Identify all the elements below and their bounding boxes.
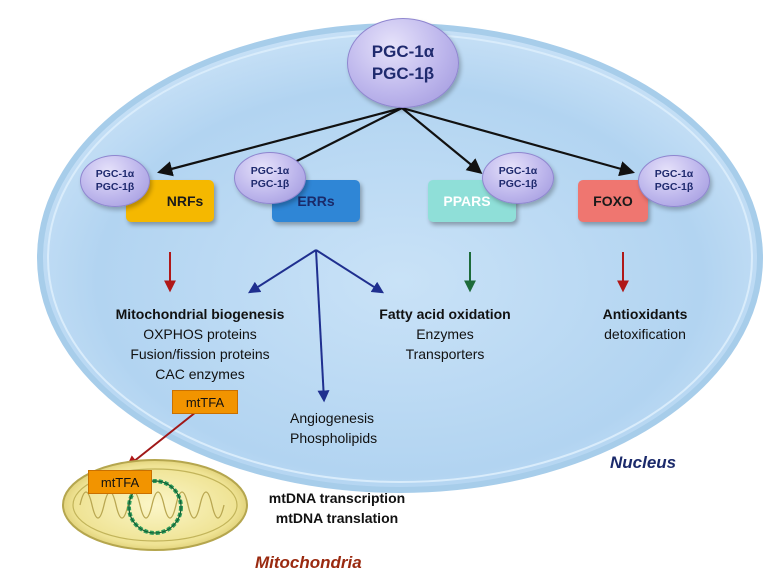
nrfs-pgc1b: PGC-1β xyxy=(95,181,135,193)
ppars-pgc1-bubble: PGC-1α PGC-1β xyxy=(482,152,554,204)
mito-biogenesis-title: Mitochondrial biogenesis xyxy=(115,306,285,322)
nrfs-label: NRFs xyxy=(166,193,204,209)
transporters: Transporters xyxy=(405,346,485,362)
errs-pgc1-bubble: PGC-1α PGC-1β xyxy=(234,152,306,204)
fatty-acid-block: Fatty acid oxidation Enzymes Transporter… xyxy=(355,304,535,364)
errs-arrows xyxy=(247,249,385,403)
fusion-fission-proteins: Fusion/fission proteins xyxy=(130,346,270,362)
errs-label: ERRs xyxy=(297,193,335,209)
nucleus-label: Nucleus xyxy=(610,453,676,472)
nrfs-pgc1-bubble: PGC-1α PGC-1β xyxy=(80,155,150,207)
foxo-pgc1-bubble: PGC-1α PGC-1β xyxy=(638,155,710,207)
foxo-pgc1a: PGC-1α xyxy=(654,168,694,180)
master-pgc1a: PGC-1α xyxy=(371,42,435,61)
mitochondria-label: Mitochondria xyxy=(255,553,362,572)
angiogenesis-block: Angiogenesis Phospholipids xyxy=(290,408,400,448)
nrfs-pgc1a: PGC-1α xyxy=(95,168,135,180)
enzymes: Enzymes xyxy=(416,326,474,342)
master-pgc1b: PGC-1β xyxy=(371,64,435,83)
mtdna-effects: mtDNA transcription mtDNA translation xyxy=(252,488,422,528)
mttfa-box-nucleus: mtTFA xyxy=(172,390,238,414)
ppars-pgc1b: PGC-1β xyxy=(498,178,538,190)
errs-pgc1a: PGC-1α xyxy=(250,165,290,177)
mttfa-box-mitochondria: mtTFA xyxy=(88,470,152,494)
mttfa-arrow xyxy=(126,411,197,468)
errs-pgc1b: PGC-1β xyxy=(250,178,290,190)
antioxidants-block: Antioxidants detoxification xyxy=(575,304,715,344)
mtdna-translation: mtDNA translation xyxy=(275,510,399,526)
phospholipids: Phospholipids xyxy=(290,430,378,446)
fatty-acid-title: Fatty acid oxidation xyxy=(379,306,511,322)
ppars-pgc1a: PGC-1α xyxy=(498,165,538,177)
foxo-box: FOXO xyxy=(578,180,648,222)
antioxidants-title: Antioxidants xyxy=(602,306,688,322)
foxo-label: FOXO xyxy=(593,193,633,209)
cac-enzymes: CAC enzymes xyxy=(155,366,245,382)
angiogenesis: Angiogenesis xyxy=(290,410,375,426)
mtdna-transcription: mtDNA transcription xyxy=(268,490,406,506)
oxphos-proteins: OXPHOS proteins xyxy=(143,326,257,342)
foxo-pgc1b: PGC-1β xyxy=(654,181,694,193)
master-pgc1-bubble: PGC-1α PGC-1β xyxy=(347,18,459,108)
mito-biogenesis-block: Mitochondrial biogenesis OXPHOS proteins… xyxy=(90,304,310,384)
ppars-label: PPARS xyxy=(443,193,491,209)
detoxification: detoxification xyxy=(604,326,686,342)
